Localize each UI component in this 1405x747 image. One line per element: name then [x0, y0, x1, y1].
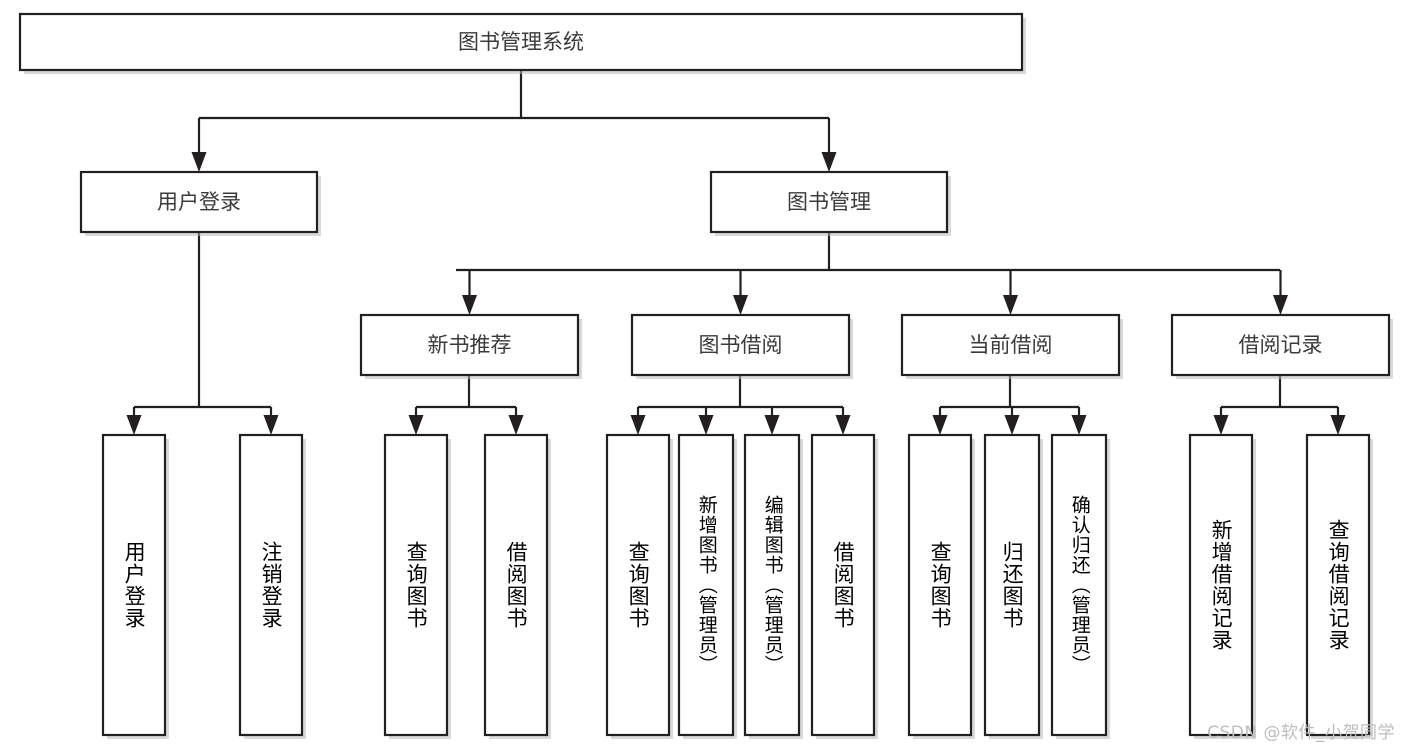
- node-label: 借阅记录: [1239, 333, 1323, 357]
- node-leaf-leaf-borrow-edit-book[interactable]: [743, 433, 803, 739]
- node-level2-borrow-record[interactable]: 借阅记录: [1170, 313, 1393, 379]
- node-box: [101, 433, 167, 737]
- bus-current-borrow-arrow-head: [1071, 415, 1087, 435]
- node-level1-user-login[interactable]: 用户登录: [79, 170, 321, 236]
- node-level1-book-manage[interactable]: 图书管理: [709, 170, 951, 236]
- node-box: [79, 170, 319, 234]
- node-label: 新书推荐: [428, 333, 512, 357]
- node-leaf-leaf-user-logout[interactable]: [238, 433, 306, 739]
- node-box: [900, 313, 1121, 377]
- node-level2-current-borrow[interactable]: 当前借阅: [900, 313, 1123, 379]
- bus-book-borrow-arrow-head: [835, 415, 851, 435]
- bus-new-book-rec-arrow-head: [508, 415, 524, 435]
- node-leaf-leaf-user-login[interactable]: [101, 433, 169, 739]
- node-leaf-leaf-borrow-borrow-book[interactable]: [810, 433, 878, 739]
- node-box: [383, 433, 449, 737]
- bus-borrow-record-arrow-head: [1213, 415, 1229, 435]
- node-label: 用户登录: [157, 190, 241, 214]
- node-leaf-leaf-borrow-query-book[interactable]: [605, 433, 673, 739]
- bus-book-manage-arrow-head: [733, 295, 748, 315]
- node-box: [810, 433, 876, 737]
- bus-book-borrow-arrow-head: [630, 415, 646, 435]
- bus-current-borrow-arrow-head: [1004, 415, 1020, 435]
- node-label: 图书借阅: [699, 333, 783, 357]
- node-level2-book-borrow[interactable]: 图书借阅: [630, 313, 853, 379]
- node-label: 图书管理: [787, 190, 871, 214]
- bus-current-borrow-arrow-head: [932, 415, 948, 435]
- node-label: 当前借阅: [969, 333, 1053, 357]
- node-box: [743, 433, 801, 737]
- connectors-layer: [126, 70, 1346, 435]
- bus-user-login-arrow-head: [126, 415, 142, 435]
- node-leaf-leaf-cur-confirm-return[interactable]: [1050, 433, 1110, 739]
- node-box: [1050, 433, 1108, 737]
- bus-book-manage-arrow-head: [1273, 295, 1288, 315]
- node-box: [1188, 433, 1254, 737]
- node-box: [1170, 313, 1391, 377]
- bus-new-book-rec-arrow-head: [408, 415, 424, 435]
- bus-book-manage-arrow-head: [462, 295, 477, 315]
- node-box: [983, 433, 1041, 737]
- node-leaf-leaf-rec-add-record[interactable]: [1188, 433, 1256, 739]
- node-box: [630, 313, 851, 377]
- node-leaf-leaf-cur-return-book[interactable]: [983, 433, 1043, 739]
- bus-root-arrow-head: [821, 152, 837, 172]
- node-box: [483, 433, 549, 737]
- node-leaf-leaf-rec-borrow-book[interactable]: [483, 433, 551, 739]
- node-box: [359, 313, 580, 377]
- node-box: [18, 12, 1024, 72]
- node-box: [1305, 433, 1371, 737]
- node-box: [907, 433, 973, 737]
- watermark-text: CSDN @软件_小贺同学: [1207, 723, 1395, 743]
- node-label: 图书管理系统: [458, 30, 584, 54]
- node-box: [605, 433, 671, 737]
- node-leaf-leaf-rec-query-record[interactable]: [1305, 433, 1373, 739]
- bus-root-arrow-head: [191, 152, 207, 172]
- bus-user-login-arrow-head: [263, 415, 279, 435]
- node-leaf-leaf-rec-query-book[interactable]: [383, 433, 451, 739]
- node-leaf-leaf-cur-query-book[interactable]: [907, 433, 975, 739]
- bus-borrow-record-arrow-head: [1330, 415, 1346, 435]
- node-box: [238, 433, 304, 737]
- bus-book-manage-arrow-head: [1003, 295, 1018, 315]
- node-leaf-leaf-borrow-add-book[interactable]: [677, 433, 737, 739]
- node-level2-new-book-rec[interactable]: 新书推荐: [359, 313, 582, 379]
- bus-book-borrow-arrow-head: [764, 415, 780, 435]
- bus-book-borrow-arrow-head: [698, 415, 714, 435]
- node-box: [709, 170, 949, 234]
- node-box: [677, 433, 735, 737]
- node-root-root[interactable]: 图书管理系统: [18, 12, 1026, 74]
